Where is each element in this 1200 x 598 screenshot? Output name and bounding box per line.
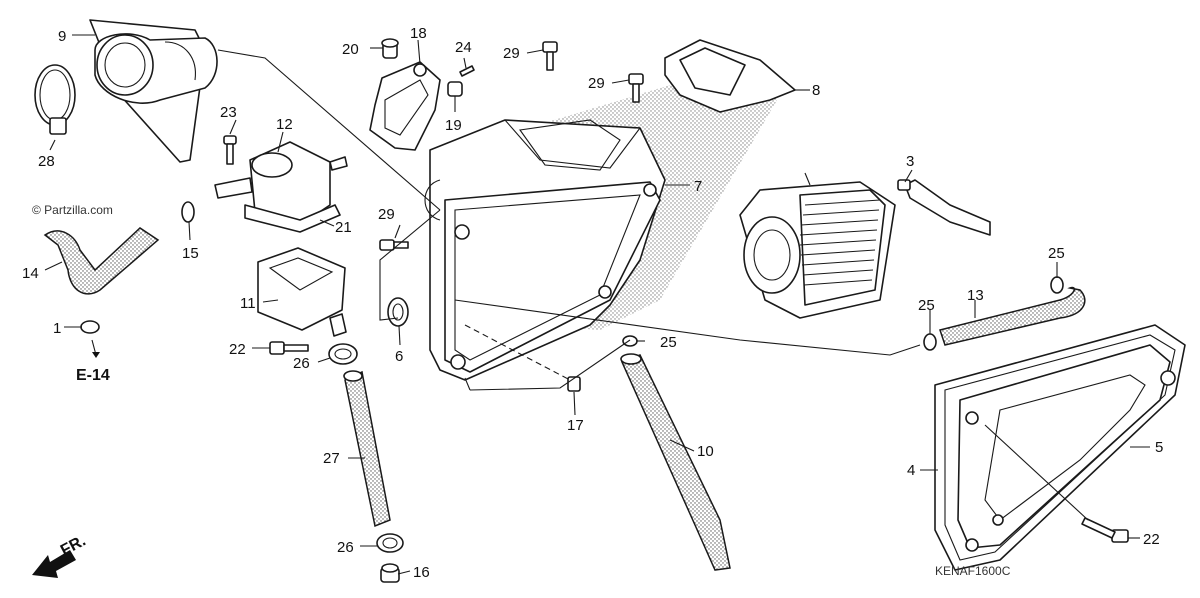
label-12: 12	[276, 116, 293, 133]
part-22-bolt-right	[1081, 517, 1129, 543]
air-filter-element	[739, 181, 896, 319]
label-25-c: 25	[1048, 245, 1065, 262]
label-16: 16	[413, 564, 430, 581]
label-25-b: 25	[918, 297, 935, 314]
label-1: 1	[53, 320, 61, 337]
part-21-gasket	[244, 204, 341, 233]
part-3-band	[897, 179, 991, 236]
label-24: 24	[455, 39, 472, 56]
watermark-text: © Partzilla.com	[32, 203, 113, 217]
part-24-pin	[459, 65, 475, 77]
part-22-bolt-left	[269, 341, 309, 355]
label-29-a: 29	[503, 45, 520, 62]
callout-labels: 9 28 23 12 15 14 1 E-14 21 11 22 26 20 1…	[22, 25, 1163, 581]
label-17: 17	[567, 417, 584, 434]
part-29-bolt-a	[542, 41, 558, 71]
part-27-tube	[343, 370, 391, 528]
part-15-clip	[181, 201, 195, 223]
label-21: 21	[335, 219, 352, 236]
part-10-drain-tube	[620, 353, 731, 571]
label-22-left: 22	[229, 341, 246, 358]
part-1-clip	[80, 320, 100, 334]
part-25-clip-b	[923, 333, 937, 351]
part-26-clamp-lower	[376, 533, 404, 553]
label-15: 15	[182, 245, 199, 262]
label-23: 23	[220, 104, 237, 121]
label-8: 8	[812, 82, 820, 99]
label-3: 3	[906, 153, 914, 170]
part-25-clip-c	[1050, 276, 1064, 294]
label-25-a: 25	[660, 334, 677, 351]
label-4: 4	[907, 462, 915, 479]
leader-lines	[44, 34, 1150, 575]
label-18: 18	[410, 25, 427, 42]
label-29-c: 29	[378, 206, 395, 223]
label-10: 10	[697, 443, 714, 460]
label-27: 27	[323, 450, 340, 467]
label-28: 28	[38, 153, 55, 170]
ref-e14: E-14	[76, 367, 110, 384]
label-19: 19	[445, 117, 462, 134]
part-28-band-clamp	[34, 64, 76, 135]
part-16-drain-plug	[380, 563, 400, 583]
part-26-clamp-upper	[328, 343, 358, 365]
label-22-right: 22	[1143, 531, 1160, 548]
part-23-screw	[223, 135, 237, 165]
label-29-b: 29	[588, 75, 605, 92]
part-17-clip	[567, 376, 581, 392]
label-5: 5	[1155, 439, 1163, 456]
label-11: 11	[240, 295, 256, 312]
label-26-lower: 26	[337, 539, 354, 556]
part-25-clip-a	[622, 335, 638, 347]
part-11-valve-case	[257, 247, 347, 337]
part-8-resonator-cover	[664, 39, 796, 113]
label-6: 6	[395, 348, 403, 365]
part-18-bracket	[369, 61, 441, 151]
part-19-collar	[447, 81, 463, 97]
label-14: 14	[22, 265, 39, 282]
air-cleaner-case	[424, 119, 666, 381]
part-5-air-cleaner-cover	[957, 344, 1176, 552]
label-9: 9	[58, 28, 66, 45]
part-13-tube	[939, 286, 1086, 346]
label-20: 20	[342, 41, 359, 58]
label-7: 7	[694, 178, 702, 195]
part-20-grommet	[381, 38, 399, 59]
label-13: 13	[967, 287, 984, 304]
part-9-intake-duct	[89, 19, 218, 163]
label-26-upper: 26	[293, 355, 310, 372]
part-6-grommet	[387, 297, 409, 327]
diagram-code: KENAF1600C	[935, 564, 1011, 578]
part-29-bolt-b	[628, 73, 644, 103]
front-direction-arrow: FR.	[32, 532, 89, 578]
part-14-tube	[43, 227, 160, 295]
